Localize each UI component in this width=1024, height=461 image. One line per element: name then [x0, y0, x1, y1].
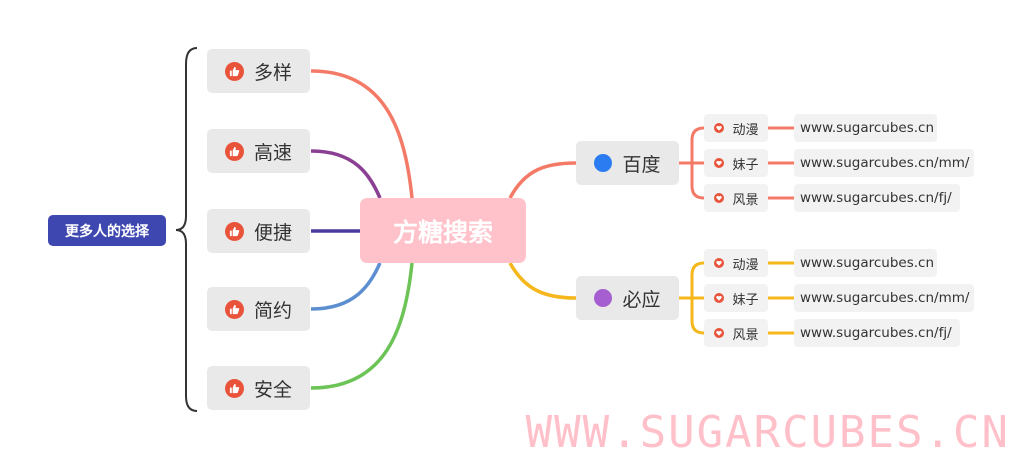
- category-node[interactable]: 风景: [704, 319, 768, 347]
- feature-node-3[interactable]: 便捷: [207, 209, 310, 253]
- category-node[interactable]: 动漫: [704, 114, 768, 142]
- engine-label: 百度: [622, 153, 661, 176]
- connector-feature-5: [310, 262, 414, 390]
- connector-engine-2: [508, 262, 577, 300]
- engine-node-baidu[interactable]: 百度: [576, 141, 679, 185]
- heart-icon: [713, 292, 725, 304]
- url-label: www.sugarcubes.cn/fj/: [800, 325, 952, 341]
- heart-icon: [713, 192, 725, 204]
- thumbs-up-icon: [224, 221, 244, 241]
- url-node[interactable]: www.sugarcubes.cn: [794, 114, 937, 142]
- connector-engine-1: [508, 161, 577, 199]
- url-label: www.sugarcubes.cn/mm/: [800, 290, 970, 306]
- category-node[interactable]: 动漫: [704, 249, 768, 277]
- category-node[interactable]: 风景: [704, 184, 768, 212]
- thumbs-up-icon: [224, 299, 244, 319]
- heart-icon: [713, 122, 725, 134]
- feature-label: 高速: [253, 141, 292, 164]
- feature-label: 简约: [253, 299, 292, 322]
- url-label: www.sugarcubes.cn/fj/: [800, 190, 952, 206]
- category-label: 妹子: [732, 292, 759, 308]
- url-node[interactable]: www.sugarcubes.cn/mm/: [794, 149, 974, 177]
- engine-dot-icon: [594, 154, 613, 172]
- feature-label: 便捷: [253, 221, 292, 244]
- url-label: www.sugarcubes.cn: [800, 120, 935, 136]
- url-node[interactable]: www.sugarcubes.cn/mm/: [794, 284, 974, 312]
- feature-node-1[interactable]: 多样: [207, 49, 310, 93]
- feature-node-4[interactable]: 简约: [207, 287, 310, 331]
- thumbs-up-icon: [224, 141, 244, 161]
- category-node[interactable]: 妹子: [704, 149, 768, 177]
- connector-feature-1: [310, 69, 414, 199]
- category-label: 风景: [732, 327, 759, 343]
- url-node[interactable]: www.sugarcubes.cn/fj/: [794, 184, 960, 212]
- thumbs-up-icon: [224, 378, 244, 398]
- engine-dot-icon: [594, 289, 613, 307]
- feature-label: 多样: [253, 61, 292, 84]
- engine-node-bing[interactable]: 必应: [576, 276, 679, 320]
- thumbs-up-icon: [224, 61, 244, 81]
- category-label: 妹子: [732, 157, 759, 173]
- center-node[interactable]: 方糖搜索: [360, 198, 526, 263]
- url-label: www.sugarcubes.cn/mm/: [800, 155, 970, 171]
- connector-feature-4: [310, 262, 382, 311]
- feature-node-5[interactable]: 安全: [207, 366, 310, 410]
- category-node[interactable]: 妹子: [704, 284, 768, 312]
- left-tag: 更多人的选择: [48, 215, 166, 246]
- heart-icon: [713, 257, 725, 269]
- category-label: 风景: [732, 192, 759, 208]
- url-node[interactable]: www.sugarcubes.cn: [794, 249, 937, 277]
- category-label: 动漫: [732, 122, 759, 138]
- category-label: 动漫: [732, 257, 759, 273]
- feature-label: 安全: [253, 378, 292, 401]
- connector-feature-2: [310, 149, 382, 199]
- left-brace: [175, 47, 198, 412]
- heart-icon: [713, 157, 725, 169]
- heart-icon: [713, 327, 725, 339]
- feature-node-2[interactable]: 高速: [207, 129, 310, 173]
- left-tag-label: 更多人的选择: [65, 223, 149, 240]
- center-label: 方糖搜索: [392, 217, 493, 247]
- engine-label: 必应: [622, 288, 661, 311]
- watermark-text: WWW.SUGARCUBES.CN: [525, 407, 1010, 458]
- url-label: www.sugarcubes.cn: [800, 255, 935, 271]
- url-node[interactable]: www.sugarcubes.cn/fj/: [794, 319, 960, 347]
